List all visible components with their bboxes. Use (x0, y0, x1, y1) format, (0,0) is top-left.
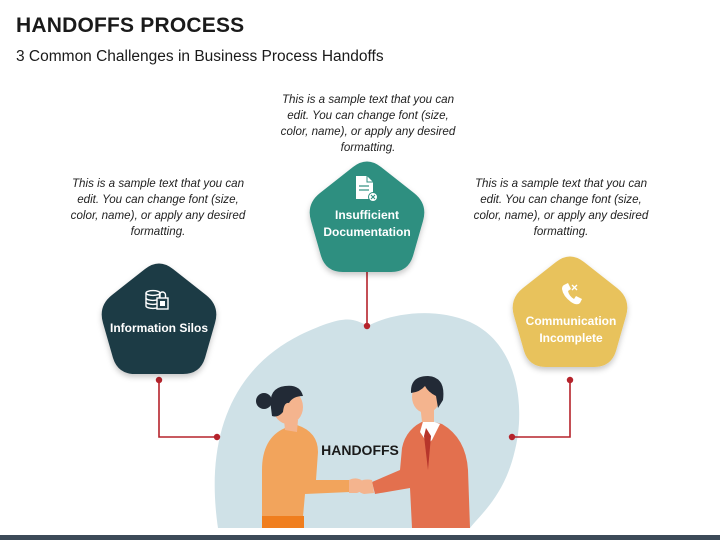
man-figure (356, 376, 470, 528)
communication-incomplete-shape (512, 256, 628, 367)
document-x-icon (356, 176, 378, 202)
information-silos-shape (101, 263, 217, 374)
insufficient-documentation-description: This is a sample text that you can edit.… (280, 93, 456, 154)
insufficient-documentation-shape (309, 161, 425, 272)
connector-right (512, 380, 571, 438)
connector-dots (155, 322, 574, 441)
center-blob (214, 313, 520, 528)
handoffs-center-label: HANDOFFS (321, 442, 399, 458)
connector-dot (508, 433, 516, 441)
communication-incomplete-label: Communication Incomplete (525, 314, 617, 345)
page-subtitle: 3 Common Challenges in Business Process … (16, 48, 384, 65)
information-silos-label: Information Silos (109, 321, 208, 335)
insufficient-documentation-label: Insufficient Documentation (323, 208, 411, 239)
communication-incomplete-description: This is a sample text that you can edit.… (473, 177, 649, 238)
phone-x-icon (562, 283, 582, 305)
woman-figure (256, 385, 365, 528)
connector-left (158, 380, 217, 438)
connector-dot (213, 433, 221, 441)
connector-dot (363, 322, 371, 330)
footer-bar (0, 535, 720, 540)
connector-dot (155, 376, 163, 384)
connector-dot (566, 376, 574, 384)
information-silos-description: This is a sample text that you can edit.… (70, 177, 246, 238)
connector-lines (158, 268, 571, 438)
page-title: HANDOFFS PROCESS (16, 14, 245, 37)
database-lock-icon (145, 289, 169, 310)
